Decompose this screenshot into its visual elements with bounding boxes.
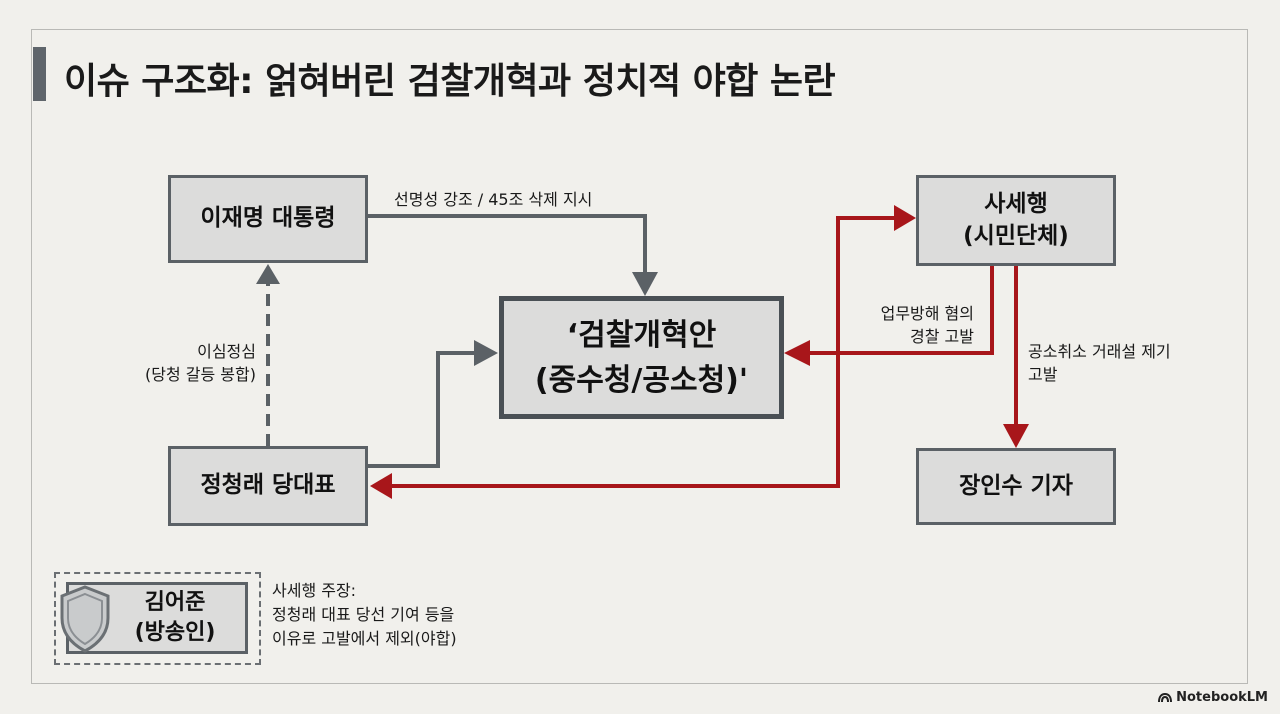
node-party-leader: 정청래 당대표 (168, 446, 368, 526)
node-sasehaeng-line2: (시민단체) (963, 222, 1069, 249)
edge-label-sasehaeng-to-reporter-line1: 공소취소 거래설 제기 (1028, 342, 1171, 361)
edge-label-sasehaeng-to-reform-line2: 경찰 고발 (910, 327, 974, 347)
node-reporter-label: 장인수 기자 (959, 472, 1073, 499)
edge-label-sasehaeng-to-reporter-line2: 고발 (1028, 365, 1058, 385)
note-outer-dashed-box (54, 572, 261, 665)
edge-party-to-reform (368, 351, 478, 468)
node-reform: ‘검찰개혁안 (중수청/공소청)' (499, 296, 784, 419)
notebooklm-logo-icon (1158, 692, 1173, 702)
arrowhead (474, 340, 498, 366)
arrowhead (784, 340, 810, 366)
note-name-line1: 김어준 (144, 590, 206, 615)
arrowhead (256, 264, 280, 284)
slide-frame (31, 29, 1248, 684)
node-reporter: 장인수 기자 (916, 448, 1116, 525)
node-president-label: 이재명 대통령 (200, 205, 336, 232)
edge-label-party-to-president-line1: 이심정심 (197, 342, 256, 361)
node-sasehaeng-line1: 사세행 (984, 191, 1048, 218)
node-sasehaeng: 사세행 (시민단체) (916, 175, 1116, 266)
edge-sasehaeng-to-reform (806, 266, 994, 355)
note-name: 김어준 (방송인) (110, 588, 240, 647)
arrowhead (370, 473, 392, 499)
note-text-line2: 정청래 대표 당선 기여 등을 (272, 605, 455, 624)
node-president: 이재명 대통령 (168, 175, 368, 263)
arrowhead (1003, 424, 1029, 448)
edge-sasehaeng-party (390, 216, 896, 488)
note-text-line3: 이유로 고발에서 제외(야합) (272, 629, 457, 648)
edge-label-sasehaeng-to-reform-line1: 업무방해 혐의 (880, 304, 974, 323)
edge-label-party-to-president: 이심정심 (당청 갈등 봉합) (145, 340, 256, 386)
edge-label-sasehaeng-to-reporter: 공소취소 거래설 제기 고발 (1028, 340, 1171, 386)
shield-icon (60, 585, 110, 653)
edge-label-president-to-reform: 선명성 강조 / 45조 삭제 지시 (394, 190, 593, 209)
title-accent-bar (33, 47, 46, 101)
note-name-line2: (방송인) (134, 619, 216, 645)
arrowhead (632, 272, 658, 296)
node-reform-line2: (중수청/공소청)' (534, 362, 749, 398)
edge-label-sasehaeng-to-reform: 업무방해 혐의 경찰 고발 (846, 302, 974, 348)
edge-label-party-to-president-line2: (당청 갈등 봉합) (145, 365, 256, 385)
node-reform-line1: ‘검찰개혁안 (566, 317, 717, 353)
note-text: 사세행 주장: 정청래 대표 당선 기여 등을 이유로 고발에서 제외(야합) (272, 579, 457, 651)
note-text-line1: 사세행 주장: (272, 581, 357, 600)
brand-label: NotebookLM (1176, 690, 1268, 705)
edge-president-to-reform (368, 214, 647, 280)
brand-watermark: NotebookLM (1158, 690, 1268, 705)
page-title: 이슈 구조화: 얽혀버린 검찰개혁과 정치적 야합 논란 (64, 61, 836, 102)
arrowhead (894, 205, 916, 231)
node-party-leader-label: 정청래 당대표 (200, 472, 336, 499)
